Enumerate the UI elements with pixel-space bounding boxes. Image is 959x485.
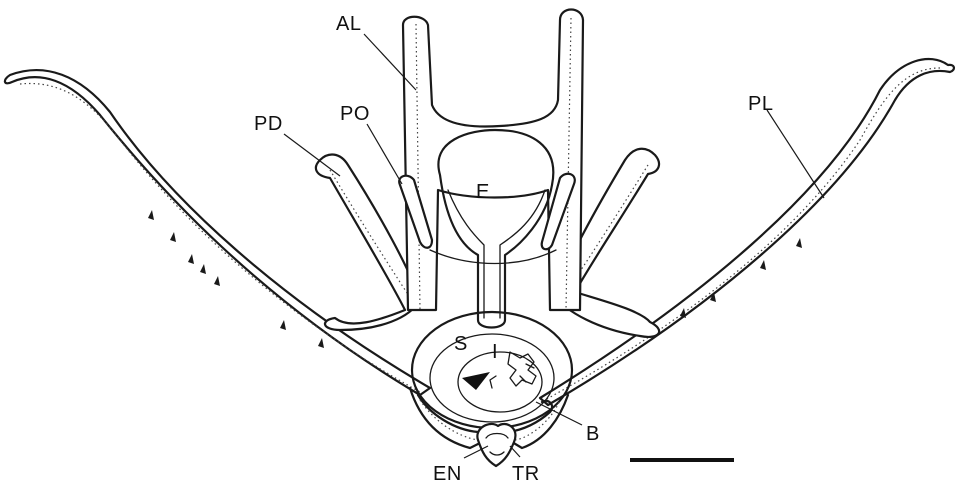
apical-structure xyxy=(477,424,515,466)
anterolateral-arm-left xyxy=(403,10,583,311)
label-i: I xyxy=(492,341,498,363)
label-e: E xyxy=(476,181,490,203)
arrowhead-marker xyxy=(462,372,496,390)
stomach xyxy=(412,312,572,428)
label-al: AL xyxy=(336,13,361,35)
label-tr: TR xyxy=(512,463,540,485)
label-en: EN xyxy=(433,463,462,485)
label-pl: PL xyxy=(748,93,773,115)
label-b: B xyxy=(586,423,600,445)
label-pd: PD xyxy=(254,113,283,135)
spinules xyxy=(148,210,802,348)
intestine-cells xyxy=(508,352,536,386)
label-po: PO xyxy=(340,103,370,125)
label-s: S xyxy=(454,333,468,355)
